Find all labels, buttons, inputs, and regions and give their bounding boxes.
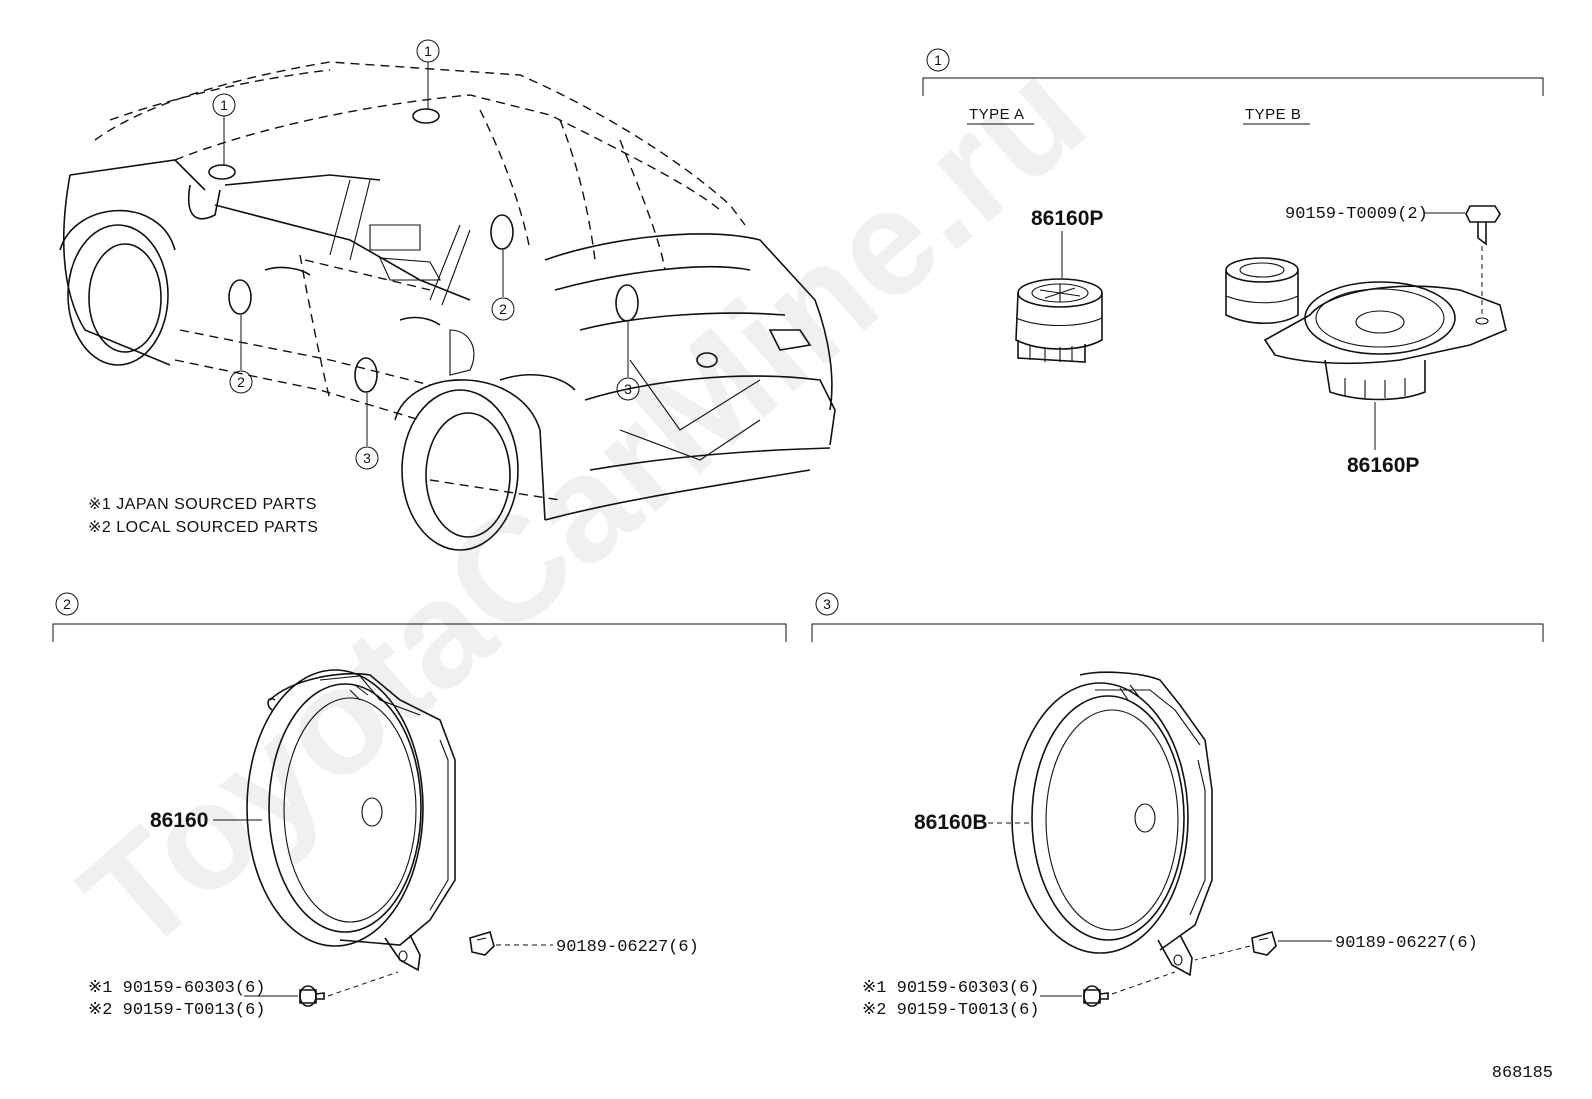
speaker-86160B	[1011, 671, 1213, 977]
car-callouts: 1 1 2 2 3 3	[212, 39, 640, 470]
section-1-callout: 1	[934, 52, 942, 68]
callout-3-rear: 3	[624, 381, 632, 397]
part-86160P-type-b: 86160P	[1347, 454, 1419, 477]
section-2-front-door-speaker: 2 86160 90189-06227(6)	[52, 592, 787, 1020]
part-90159-60303-rear: ※1 90159-60303(6)	[862, 979, 1039, 998]
part-86160: 86160	[150, 809, 208, 832]
part-90189-06227-front: 90189-06227(6)	[556, 938, 699, 957]
clip-90189-rear	[1251, 931, 1277, 956]
location-ring-front-pillar	[208, 164, 236, 180]
section-2-callout: 2	[63, 596, 71, 612]
speaker-location-markers	[208, 108, 639, 393]
tweeter-type-a: 86160P	[1015, 207, 1103, 363]
part-90159-T0013-rear: ※2 90159-T0013(6)	[862, 1001, 1039, 1020]
speaker-86160	[246, 669, 456, 972]
part-90159-T0009: 90159-T0009(2)	[1285, 205, 1428, 224]
part-90159-T0013-front: ※2 90159-T0013(6)	[88, 1001, 265, 1020]
callout-2-rear: 2	[499, 301, 507, 317]
location-ring-roof	[412, 108, 440, 124]
diagram-number: 868185	[1492, 1064, 1553, 1083]
clip-90189-front	[469, 931, 495, 956]
callout-1-front: 1	[220, 97, 228, 113]
callout-1-roof: 1	[424, 43, 432, 59]
part-90159-60303-front: ※1 90159-60303(6)	[88, 979, 265, 998]
part-90189-06227-rear: 90189-06227(6)	[1335, 934, 1478, 953]
callout-3-door: 3	[363, 450, 371, 466]
section-1-tweeter: 1 TYPE A TYPE B 86160P 90159-T0009(2)	[922, 48, 1544, 477]
callout-2-front: 2	[237, 374, 245, 390]
type-a-label: TYPE A	[969, 106, 1025, 123]
location-ring-rear-door	[354, 357, 378, 393]
vehicle-illustration	[59, 61, 836, 551]
section-3-callout: 3	[823, 596, 831, 612]
screw-90159-rear	[1083, 985, 1109, 1007]
location-ring-front-door	[228, 279, 252, 315]
note-japan-sourced: ※1 JAPAN SOURCED PARTS	[88, 496, 317, 513]
location-ring-rear-left	[615, 284, 639, 322]
tweeter-type-b: 90159-T0009(2) 86160P	[1225, 205, 1507, 477]
section-3-rear-door-speaker: 3 86160B 90189-06227(6)	[811, 592, 1544, 1020]
part-86160B: 86160B	[914, 811, 988, 834]
type-b-label: TYPE B	[1245, 106, 1301, 123]
note-local-sourced: ※2 LOCAL SOURCED PARTS	[88, 519, 318, 536]
location-ring-rear-pillar	[490, 214, 514, 250]
screw-90159-front	[299, 985, 325, 1007]
part-86160P-type-a: 86160P	[1031, 207, 1103, 230]
